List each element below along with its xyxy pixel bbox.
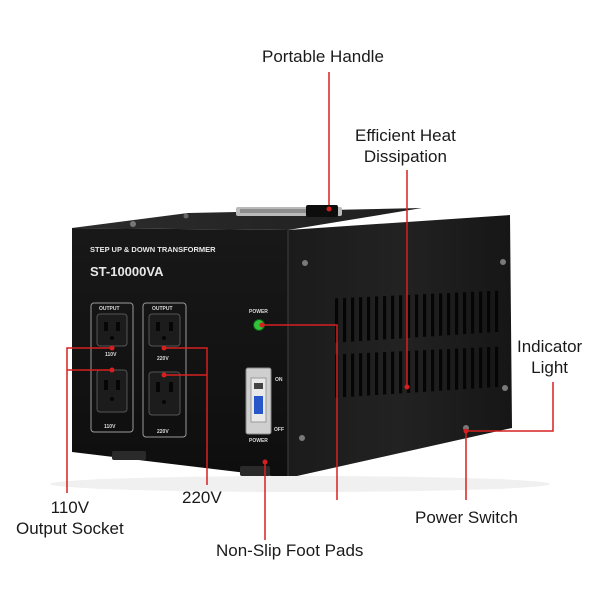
vent-slot xyxy=(415,294,419,338)
leader-line-indicator-right xyxy=(466,382,554,432)
vent-slot xyxy=(447,293,451,336)
callout-text: 220V xyxy=(182,488,222,507)
vent-slot xyxy=(431,349,435,392)
vent-slot xyxy=(439,349,443,391)
socket-voltage-label: 110V xyxy=(105,352,117,358)
callout-text: Power Switch xyxy=(415,508,518,527)
vent-slot xyxy=(351,353,355,397)
leader-line-110v-upper xyxy=(66,347,112,493)
vent-slot xyxy=(367,296,371,341)
transformer-front xyxy=(72,228,288,478)
vent-slot xyxy=(407,294,411,338)
vent-slot xyxy=(399,351,403,394)
vent-slot xyxy=(423,350,427,392)
transformer-side xyxy=(288,215,512,478)
vent-slot xyxy=(383,296,387,340)
callout-text: Non-Slip Foot Pads xyxy=(216,541,364,560)
vent-slot xyxy=(391,295,395,339)
floor-shadow xyxy=(50,476,550,492)
leader-lines xyxy=(66,72,554,540)
screw xyxy=(130,221,136,227)
vent-slot xyxy=(351,297,355,342)
callout-portable-handle: Portable Handle xyxy=(262,46,384,67)
vent-slot xyxy=(415,350,419,393)
screw xyxy=(500,259,506,265)
foot-pad xyxy=(112,451,146,460)
vent-slot xyxy=(431,293,435,337)
leader-line-220v-upper xyxy=(164,347,208,485)
vent-slot xyxy=(495,346,499,387)
vent-slot xyxy=(487,347,491,388)
panel-title: STEP UP & DOWN TRANSFORMER xyxy=(90,245,216,254)
vent-slot xyxy=(375,352,379,395)
vent-slot xyxy=(383,352,387,395)
vent-slot xyxy=(463,292,467,335)
vent-slot xyxy=(455,348,459,390)
leader-dots xyxy=(109,206,469,465)
socket-outlet xyxy=(96,313,128,347)
socket-voltage-label: 220V xyxy=(157,429,169,435)
power-indicator-label: POWER xyxy=(249,309,268,315)
vent-slot xyxy=(479,291,483,334)
vent-slot xyxy=(423,294,427,337)
vent-slot xyxy=(343,297,347,343)
switch-power-label: POWER xyxy=(249,438,268,444)
socket-outlet xyxy=(148,371,181,416)
vent-slot xyxy=(391,351,395,394)
socket-outlet xyxy=(148,313,181,347)
callout-foot-pads: Non-Slip Foot Pads xyxy=(216,540,363,561)
screw xyxy=(299,435,305,441)
vent-slot xyxy=(407,350,411,393)
socket-voltage-label: 220V xyxy=(157,356,169,362)
leader-line-indicator xyxy=(262,324,338,500)
screw xyxy=(183,213,189,219)
screw xyxy=(502,385,508,391)
portable-handle xyxy=(236,205,342,217)
vent-slot xyxy=(367,352,371,396)
vent-slot xyxy=(359,353,363,397)
callout-text: Output Socket xyxy=(16,519,124,538)
power-switch[interactable] xyxy=(245,367,272,435)
vent-slot xyxy=(399,295,403,339)
output-label: OUTPUT xyxy=(152,306,173,312)
callout-text: Efficient Heat xyxy=(355,126,456,145)
vent-slot xyxy=(463,348,467,390)
vent-slot xyxy=(471,291,475,334)
vent-slot xyxy=(343,353,347,398)
socket-group-110v: OUTPUT 110V 110V xyxy=(90,302,134,433)
foot-pad xyxy=(240,466,270,476)
vent-slot xyxy=(471,347,475,389)
callout-heat-dissipation: Efficient Heat Dissipation xyxy=(355,125,456,167)
vent-slot xyxy=(479,347,483,389)
vent-slot xyxy=(439,293,443,336)
callout-text: Portable Handle xyxy=(262,47,384,66)
callout-text: 110V xyxy=(50,498,90,517)
socket-group-220v: OUTPUT 220V 220V xyxy=(142,302,187,438)
switch-on-label: ON xyxy=(275,377,283,383)
vent-slot xyxy=(375,296,379,340)
vent-slot xyxy=(447,349,451,391)
callout-text: Light xyxy=(531,358,569,377)
callout-power-switch: Power Switch xyxy=(415,507,518,528)
vent-slot xyxy=(495,290,499,332)
callout-indicator-light: Indicator Light xyxy=(517,336,582,378)
vent-slot xyxy=(359,297,363,342)
model-label: ST-10000VA xyxy=(90,264,164,279)
callout-text: Dissipation xyxy=(363,147,447,166)
vent-slot xyxy=(455,292,459,335)
vent-slot xyxy=(487,291,491,333)
callout-text: Indicator xyxy=(517,337,583,356)
vent-slot xyxy=(335,298,339,343)
callout-220v: 220V xyxy=(182,487,222,508)
switch-off-label: OFF xyxy=(274,427,284,433)
socket-outlet xyxy=(96,369,128,413)
output-label: OUTPUT xyxy=(99,306,120,312)
callout-110v-socket: 110V Output Socket xyxy=(16,497,124,539)
heat-dissipation-vents xyxy=(335,290,499,398)
socket-voltage-label: 110V xyxy=(104,424,116,430)
screw xyxy=(302,260,308,266)
